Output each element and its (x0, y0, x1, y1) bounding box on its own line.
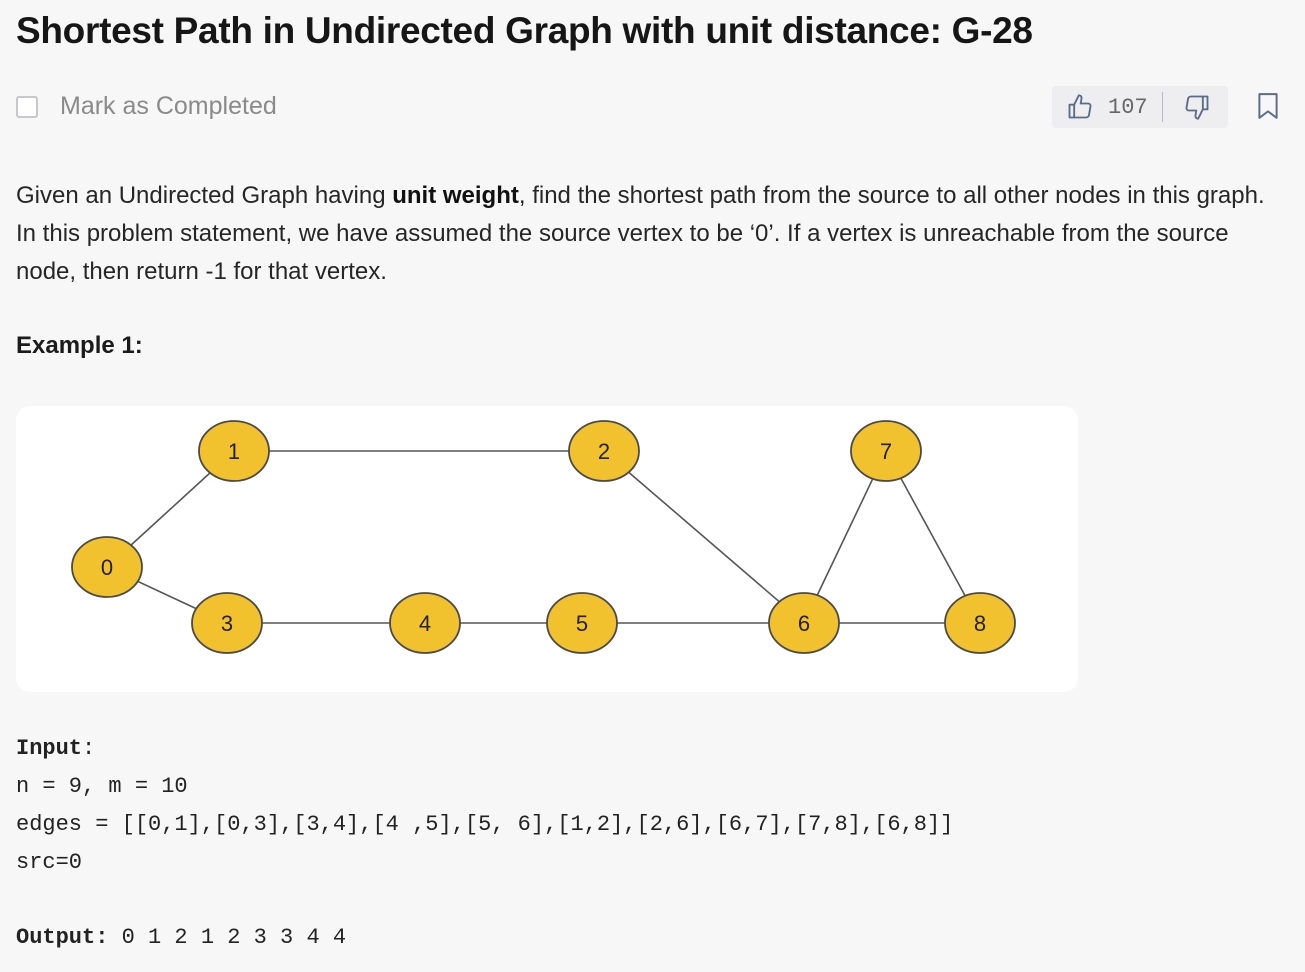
graph-node-label: 8 (974, 611, 986, 636)
input-label-line: Input: (16, 736, 95, 761)
vote-divider (1161, 92, 1163, 122)
example-title: Example 1: (16, 332, 143, 359)
like-count: 107 (1108, 94, 1148, 120)
input-colon: : (82, 736, 96, 761)
edges-line: edges = [[0,1],[0,3],[3,4],[4 ,5],[5, 6]… (16, 812, 954, 837)
graph-node-2: 2 (568, 420, 640, 482)
graph-node-8: 8 (944, 592, 1016, 654)
output-line: Output: 0 1 2 1 2 3 3 4 4 (16, 925, 346, 950)
graph-node-label: 4 (419, 611, 431, 636)
graph-node-0: 0 (71, 536, 143, 598)
graph-node-4: 4 (389, 592, 461, 654)
src-line: src=0 (16, 850, 83, 875)
graph-node-label: 5 (576, 611, 588, 636)
like-button[interactable]: 107 (1066, 93, 1148, 121)
graph-diagram: 0 1 2 3 4 5 6 7 8 (71, 420, 1016, 654)
graph-node-label: 3 (221, 611, 233, 636)
output-value: 0 1 2 1 2 3 3 4 4 (108, 925, 347, 950)
graph-node-label: 2 (598, 439, 610, 464)
graph-edge-7-8 (885, 450, 981, 624)
graph-image: 0 1 2 3 4 5 6 7 8 (16, 406, 1078, 692)
input-label: Input (16, 736, 83, 761)
bookmark-button[interactable] (1255, 92, 1281, 125)
graph-node-6: 6 (768, 592, 840, 654)
dislike-button[interactable] (1183, 93, 1211, 121)
checkbox-icon[interactable] (16, 95, 38, 118)
thumbs-down-icon (1185, 95, 1209, 120)
description-text-2: , find the shortest path from the source… (16, 182, 1265, 285)
graph-node-label: 6 (798, 611, 810, 636)
graph-node-label: 7 (880, 439, 892, 464)
vote-box: 107 (1052, 86, 1228, 128)
problem-description: Given an Undirected Graph having unit we… (16, 177, 1291, 291)
page-title: Shortest Path in Undirected Graph with u… (16, 10, 1033, 51)
graph-node-label: 1 (228, 439, 240, 464)
graph-edge-2-6 (603, 450, 805, 624)
graph-node-3: 3 (191, 592, 263, 654)
graph-node-5: 5 (546, 592, 618, 654)
graph-node-7: 7 (850, 420, 922, 482)
bookmark-icon (1258, 93, 1278, 119)
thumbs-up-icon (1068, 94, 1092, 119)
n-m-line: n = 9, m = 10 (16, 774, 188, 799)
output-label: Output: (16, 925, 109, 950)
description-bold: unit weight (392, 182, 519, 209)
mark-completed-label[interactable]: Mark as Completed (60, 92, 277, 120)
mark-completed[interactable]: Mark as Completed (16, 92, 277, 121)
graph-node-1: 1 (198, 420, 270, 482)
description-text-1: Given an Undirected Graph having (16, 182, 393, 209)
graph-node-label: 0 (101, 555, 113, 580)
